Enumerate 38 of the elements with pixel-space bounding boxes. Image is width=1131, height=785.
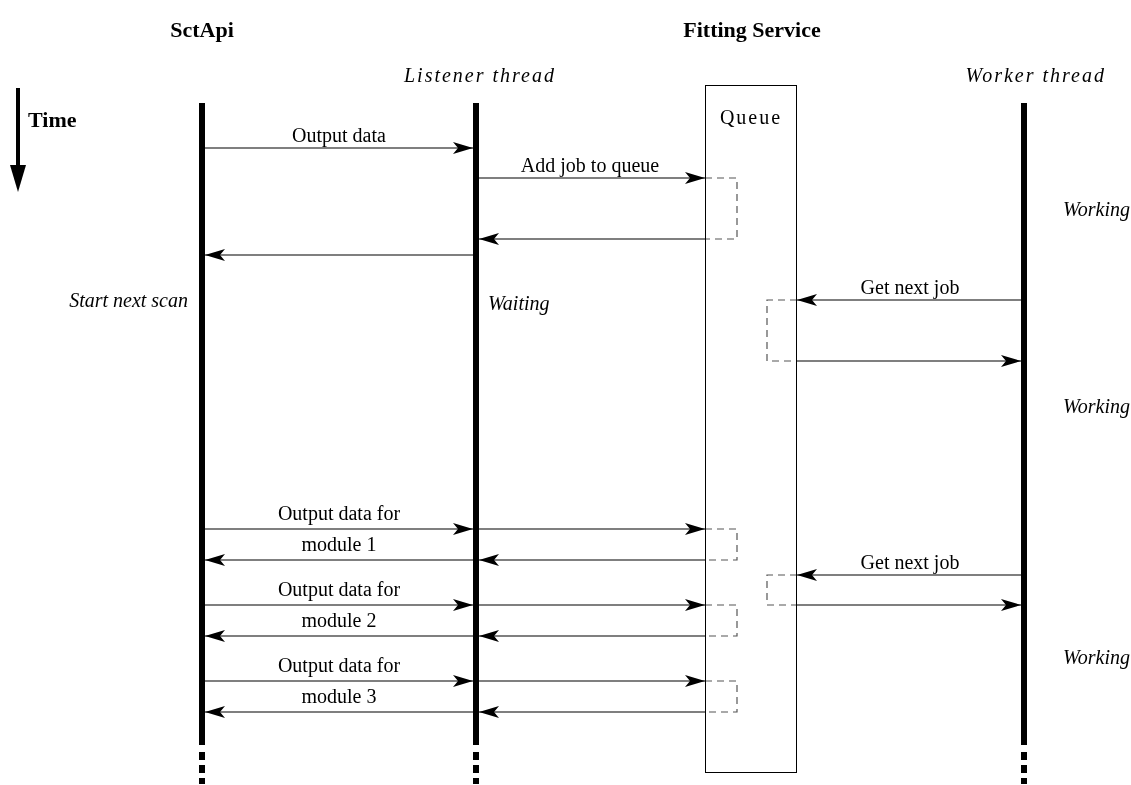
group-heading: Fitting Service	[683, 18, 821, 42]
edge-label: Get next job	[860, 551, 960, 573]
message-arrow	[478, 706, 706, 718]
message-arrow	[204, 249, 474, 261]
state-label: Waiting	[488, 291, 550, 315]
queue-box: Queue	[705, 85, 797, 773]
message-arrow	[204, 675, 474, 687]
edge-label: Get next job	[860, 276, 960, 298]
message-arrow	[796, 599, 1022, 611]
message-arrow	[796, 294, 1022, 306]
message-arrow	[204, 706, 474, 718]
message-arrow	[478, 172, 706, 184]
lifeline-label: Listener thread	[403, 63, 556, 87]
message-arrow	[204, 523, 474, 535]
message-arrow	[796, 355, 1022, 367]
message-arrow	[478, 630, 706, 642]
edge-label: Add job to queue	[520, 154, 660, 176]
message-arrow	[478, 554, 706, 566]
edge-label: Output data for module 1	[276, 501, 402, 557]
message-arrow	[204, 554, 474, 566]
edge-label: Output data for module 2	[276, 577, 402, 633]
message-arrow	[204, 630, 474, 642]
message-arrow	[204, 599, 474, 611]
state-label: Working	[1062, 197, 1130, 221]
axis-label: Time	[28, 108, 77, 132]
message-arrow	[796, 569, 1022, 581]
message-arrow	[478, 675, 706, 687]
edge-label: Output data for module 3	[276, 653, 402, 709]
message-arrow	[204, 142, 474, 154]
state-label: Working	[1062, 645, 1130, 669]
lifeline-label: Worker thread	[965, 63, 1106, 87]
message-arrow	[478, 233, 706, 245]
state-label: Start next scan	[69, 288, 188, 312]
participant-heading: SctApi	[170, 18, 234, 42]
message-arrow	[478, 523, 706, 535]
edge-label: Output data	[292, 124, 386, 146]
message-arrow	[478, 599, 706, 611]
state-label: Working	[1062, 394, 1130, 418]
